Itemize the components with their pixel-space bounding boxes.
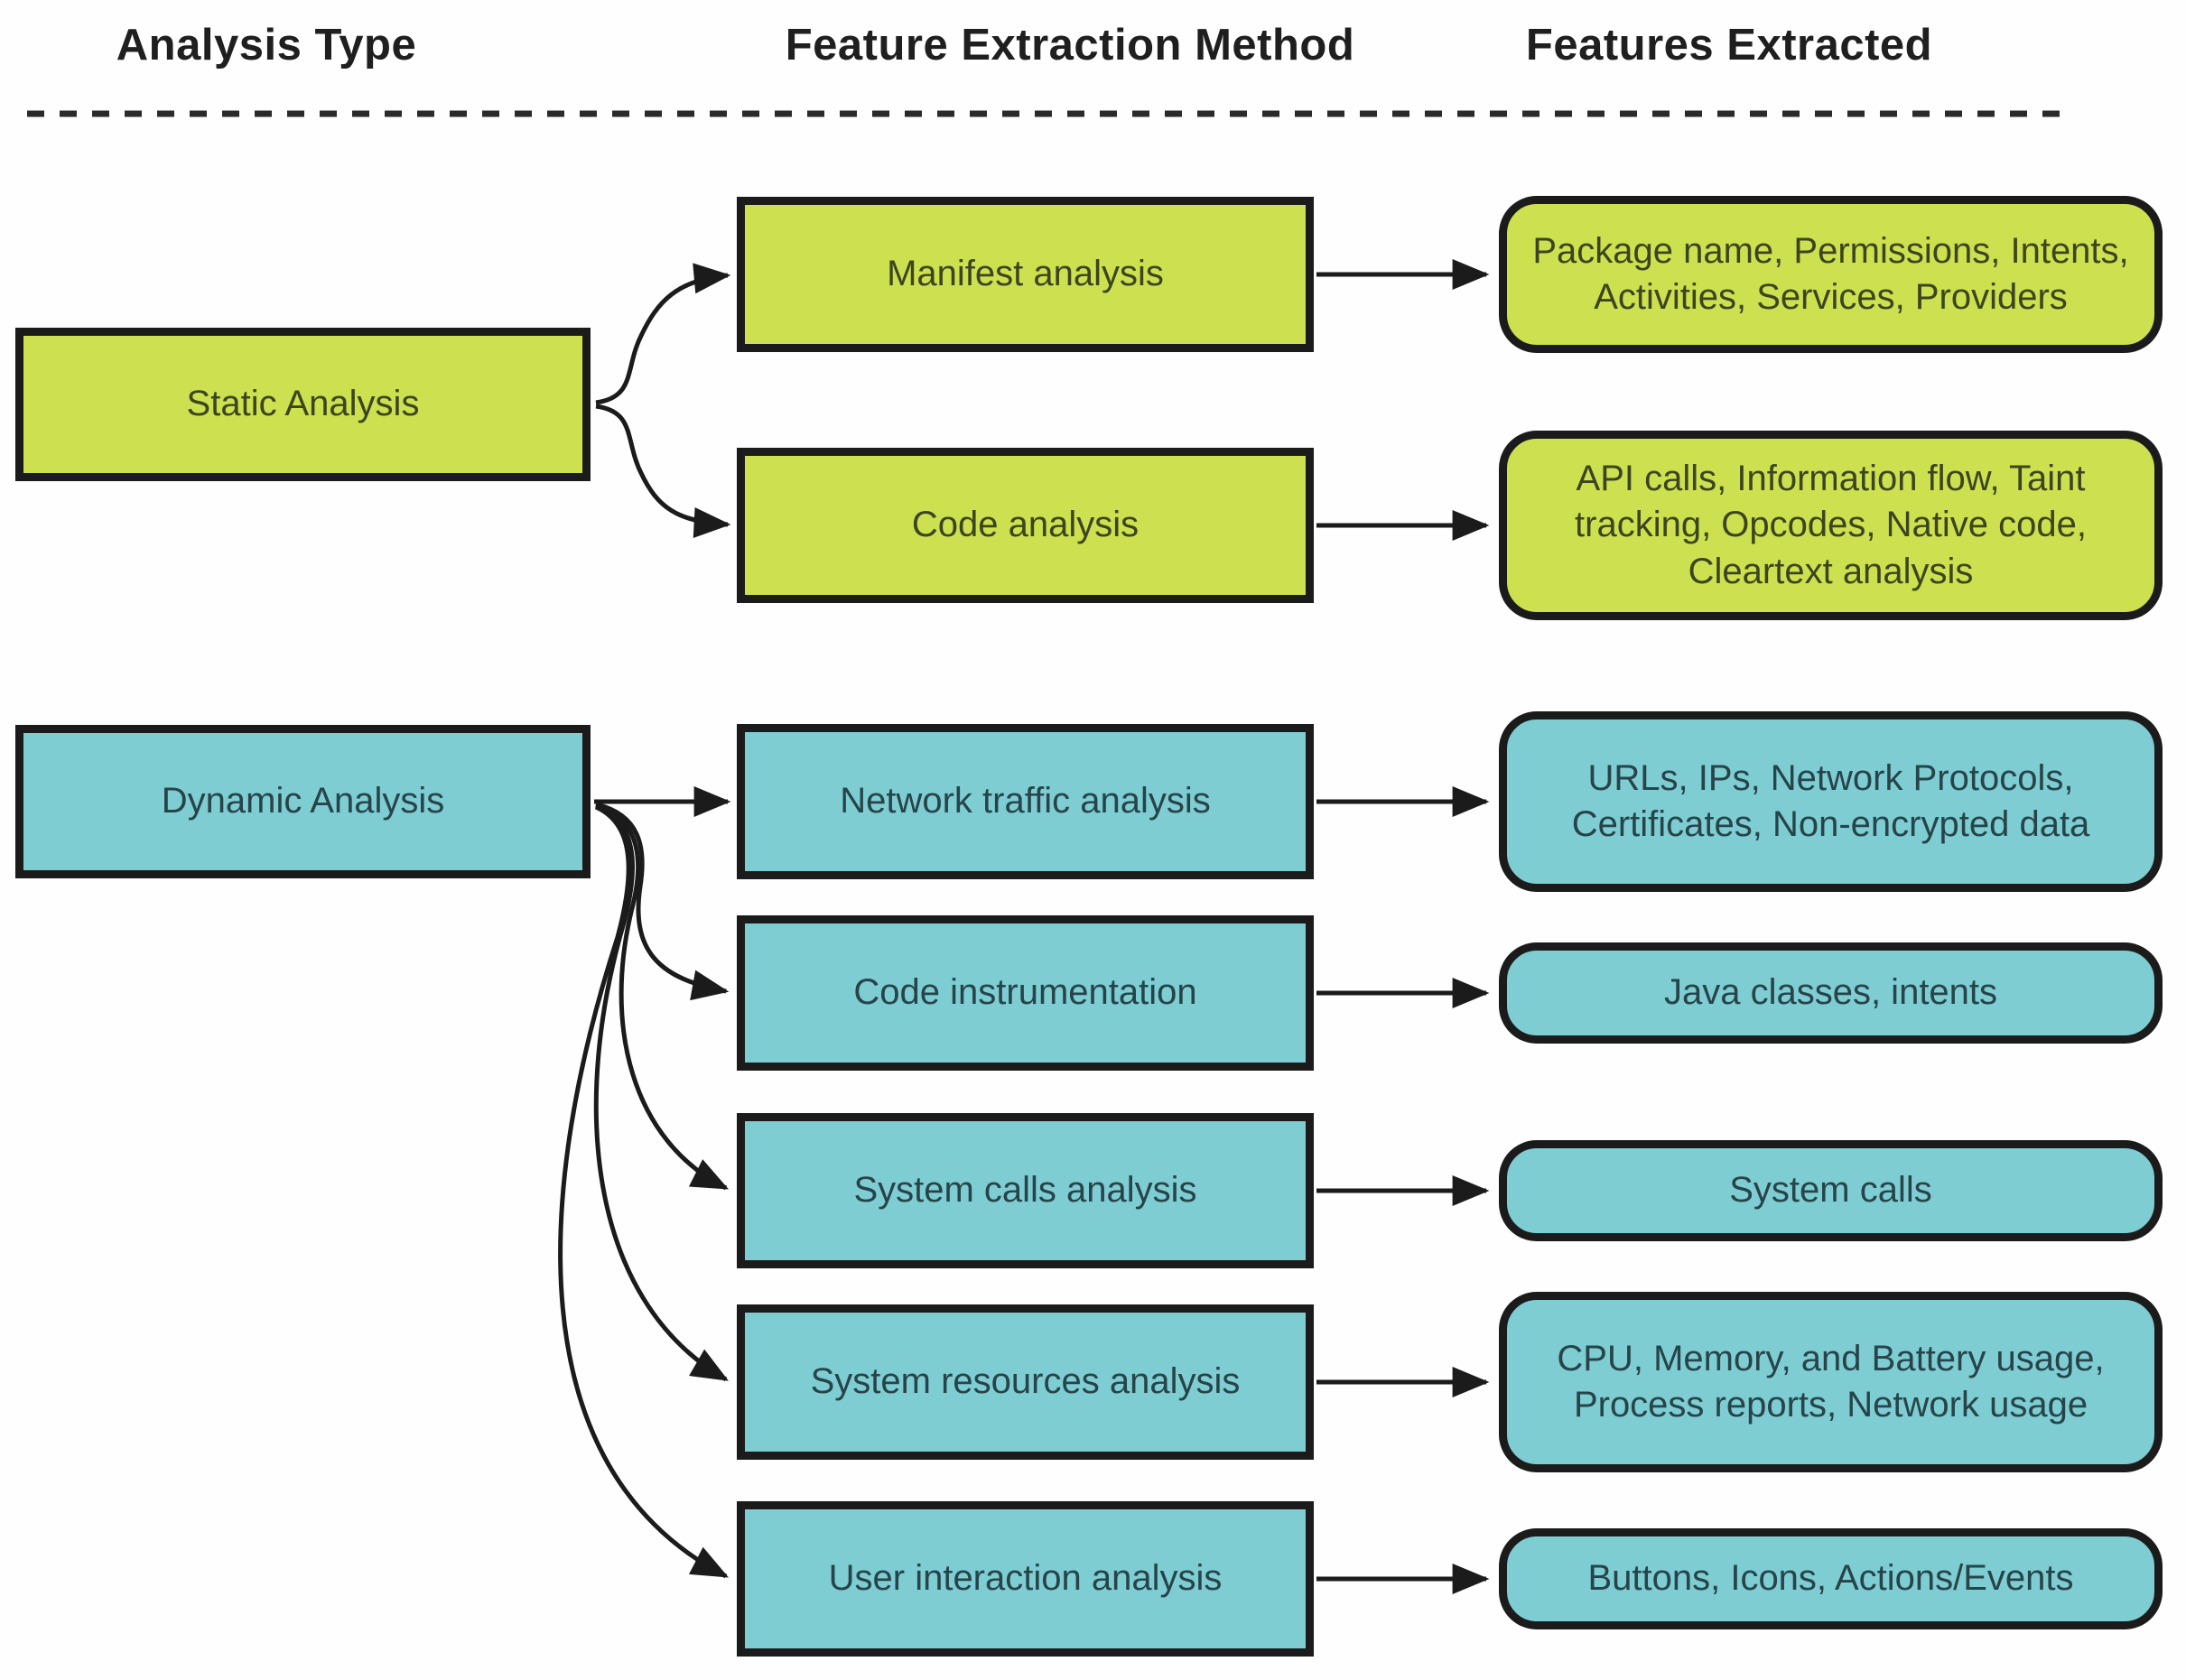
features-box-system-calls: System calls: [1499, 1140, 2163, 1241]
arrow-dynamic-to-code-instrumentation: [595, 802, 730, 1001]
arrow-static-to-code-analysis: [595, 404, 731, 538]
features-box-code-analysis: API calls, Information flow, Taint track…: [1499, 431, 2163, 620]
arrow-static-to-manifest: [595, 263, 731, 405]
method-box-code-analysis: Code analysis: [737, 448, 1314, 603]
dynamic-analysis-box: Dynamic Analysis: [15, 725, 591, 878]
method-box-user-interaction-analysis: User interaction analysis: [737, 1501, 1314, 1657]
features-box-code-instrumentation: Java classes, intents: [1499, 942, 2163, 1044]
method-box-network-traffic-analysis: Network traffic analysis: [737, 724, 1314, 879]
method-box-code-instrumentation: Code instrumentation: [737, 915, 1314, 1071]
method-box-system-resources-analysis: System resources analysis: [737, 1304, 1314, 1460]
static-analysis-box: Static Analysis: [15, 328, 591, 481]
column-header-features-extracted: Features Extracted: [1525, 21, 1933, 70]
column-header-analysis-type: Analysis Type: [116, 21, 417, 70]
features-box-network-traffic: URLs, IPs, Network Protocols, Certificat…: [1499, 711, 2163, 892]
features-box-user-interaction: Buttons, Icons, Actions/Events: [1499, 1528, 2163, 1629]
arrow-dynamic-to-system-resources: [593, 803, 729, 1382]
features-box-manifest: Package name, Permissions, Intents, Acti…: [1499, 196, 2163, 353]
arrow-dynamic-to-user-interaction: [558, 804, 730, 1579]
method-box-manifest-analysis: Manifest analysis: [737, 197, 1314, 352]
arrow-dynamic-to-system-calls: [595, 803, 730, 1191]
features-box-system-resources: CPU, Memory, and Battery usage, Process …: [1499, 1292, 2163, 1472]
method-box-system-calls-analysis: System calls analysis: [737, 1113, 1314, 1268]
column-header-feature-extraction-method: Feature Extraction Method: [785, 21, 1355, 70]
